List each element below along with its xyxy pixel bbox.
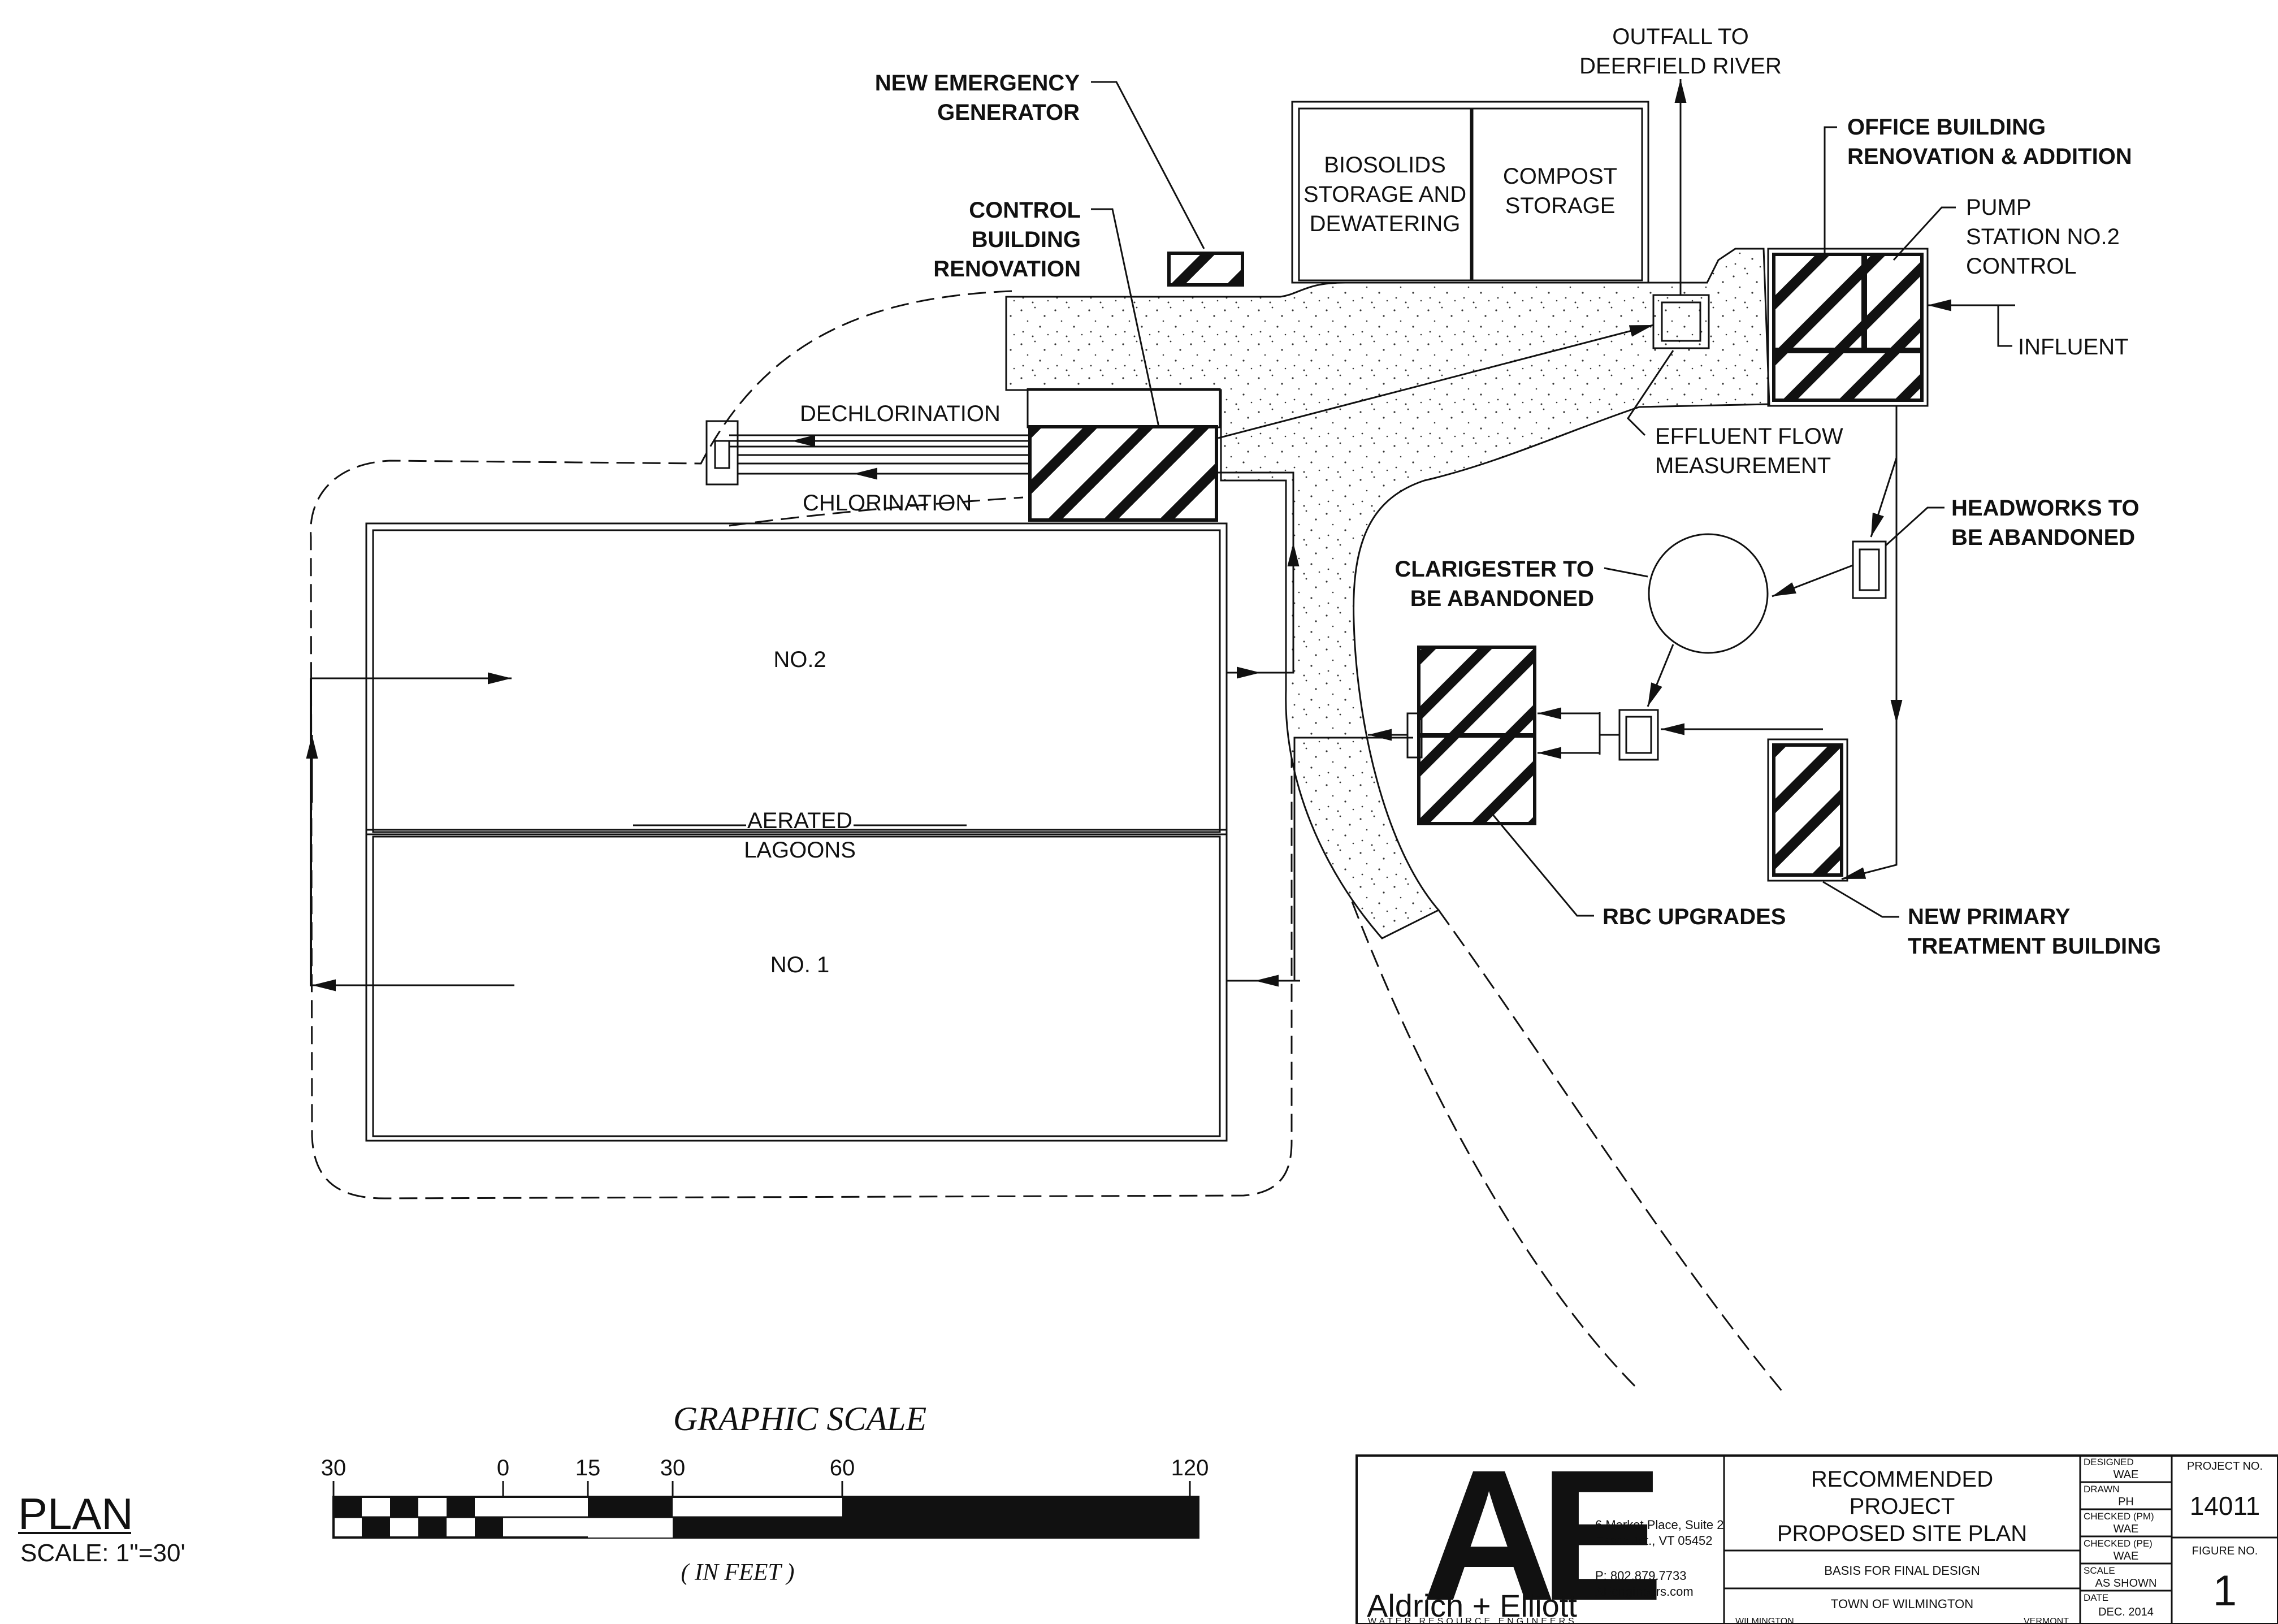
road-dashed-left — [1293, 729, 1640, 1392]
control-building-label-1: CONTROL — [969, 198, 1081, 223]
checked-pm-label: CHECKED (PM) — [2084, 1511, 2154, 1522]
drawing-title-3: PROPOSED SITE PLAN — [1777, 1521, 2027, 1546]
primary-label-1: NEW PRIMARY — [1908, 904, 2071, 929]
scale-tick-30-left: 30 — [321, 1456, 347, 1480]
biosolids-label-3: DEWATERING — [1310, 211, 1461, 236]
scale-label: SCALE — [2084, 1565, 2115, 1576]
primary-label-2: TREATMENT BUILDING — [1908, 934, 2161, 959]
office-hatch-2 — [1864, 253, 1924, 351]
rbc-unit-1 — [1417, 646, 1536, 737]
scale-tick-0: 0 — [497, 1456, 509, 1480]
rbc-label: RBC UPGRADES — [1603, 904, 1786, 929]
effluent-label-2: MEASUREMENT — [1655, 453, 1831, 478]
basis-label: BASIS FOR FINAL DESIGN — [1824, 1564, 1980, 1578]
biosolids-compost-building — [1291, 101, 1649, 284]
emergency-generator — [1167, 252, 1244, 287]
date-label: DATE — [2084, 1592, 2108, 1603]
lagoon-boundary-dashed — [310, 290, 1293, 1199]
location-right: VERMONT — [2024, 1617, 2069, 1624]
dechlorination-chamber — [705, 420, 739, 486]
lagoon-no1-label: NO. 1 — [770, 952, 829, 977]
dechlorination-label: DECHLORINATION — [800, 401, 1001, 426]
pump-station-label-1: PUMP — [1966, 195, 2032, 220]
clarigester-label-1: CLARIGESTER TO — [1394, 557, 1594, 582]
generator-label-1: NEW EMERGENCY — [875, 71, 1080, 96]
outfall-label-1: OUTFALL TO — [1612, 24, 1749, 49]
plan-scale: SCALE: 1"=30' — [20, 1539, 185, 1567]
designed-value: WAE — [2114, 1469, 2139, 1481]
clarigester — [1648, 533, 1769, 654]
firm-name: Aldrich + Elliott — [1367, 1588, 1577, 1623]
location-left: WILMINGTON — [1735, 1617, 1794, 1624]
generator-label-2: GENERATOR — [937, 100, 1080, 125]
control-building — [1028, 425, 1218, 522]
office-building — [1767, 248, 1929, 407]
aerated-label-1: AERATED — [747, 808, 852, 833]
headworks-label-2: BE ABANDONED — [1951, 525, 2135, 550]
project-no-label: PROJECT NO. — [2187, 1460, 2263, 1473]
office-hatch-1 — [1772, 253, 1865, 351]
office-label-2: RENOVATION & ADDITION — [1847, 144, 2132, 169]
scale-tick-120: 120 — [1171, 1456, 1209, 1480]
pump-station-label-2: STATION NO.2 — [1966, 224, 2120, 249]
pump-station-hatch — [1772, 350, 1924, 402]
drawing-title-2: PROJECT — [1850, 1494, 1955, 1519]
office-label-1: OFFICE BUILDING — [1847, 115, 2046, 140]
primary-treatment-building — [1767, 738, 1848, 882]
paved-area — [1005, 248, 1770, 939]
drawing-title-1: RECOMMENDED — [1811, 1467, 1993, 1492]
graphic-scale-units: ( IN FEET ) — [681, 1560, 794, 1586]
designed-label: DESIGNED — [2084, 1457, 2134, 1467]
date-value: DEC. 2014 — [2098, 1606, 2154, 1618]
owner-label: TOWN OF WILMINGTON — [1831, 1597, 1973, 1611]
influent-label: INFLUENT — [2018, 335, 2129, 360]
control-building-label-2: BUILDING — [972, 227, 1081, 252]
headworks-label-1: HEADWORKS TO — [1951, 496, 2140, 521]
checked-pe-label: CHECKED (PE) — [2084, 1538, 2153, 1549]
control-building-annex — [1027, 388, 1221, 428]
scale-value: AS SHOWN — [2095, 1577, 2157, 1590]
graphic-scale-title: GRAPHIC SCALE — [673, 1400, 926, 1437]
scale-tick-15: 15 — [575, 1456, 601, 1480]
road-dashed-right — [1437, 910, 1787, 1397]
effluent-label-1: EFFLUENT FLOW — [1655, 424, 1843, 449]
figure-no-label: FIGURE NO. — [2192, 1545, 2258, 1557]
headworks — [1852, 540, 1887, 599]
drawn-label: DRAWN — [2084, 1484, 2120, 1495]
checked-pe-value: WAE — [2114, 1550, 2139, 1562]
title-block — [1355, 1454, 2278, 1624]
logo-letters: AE — [1422, 1431, 1659, 1624]
scale-tick-60: 60 — [830, 1456, 855, 1480]
control-building-label-3: RENOVATION — [933, 257, 1081, 282]
pump-station-label-3: CONTROL — [1966, 254, 2077, 279]
firm-tagline: WATER RESOURCE ENGINEERS — [1368, 1617, 1577, 1624]
drawn-value: PH — [2118, 1496, 2134, 1508]
dechlorination-dashed-line — [729, 496, 1024, 527]
lagoon-no2-label: NO.2 — [773, 647, 826, 672]
firm-contact-1: P: 802.879.7733 — [1595, 1569, 1686, 1583]
checked-pm-value: WAE — [2114, 1523, 2139, 1535]
chlorination-label: CHLORINATION — [803, 491, 972, 516]
plan-title: PLAN — [18, 1489, 133, 1539]
scale-tick-30: 30 — [660, 1456, 686, 1480]
figure-no-value: 1 — [2213, 1567, 2237, 1615]
clarigester-label-2: BE ABANDONED — [1410, 586, 1594, 611]
firm-address-2: Essex Jct., VT 05452 — [1595, 1534, 1712, 1548]
firm-address-1: 6 Market Place, Suite 2 — [1595, 1518, 1723, 1532]
compost-label-1: COMPOST — [1503, 164, 1617, 189]
graphic-scale-bar — [332, 1496, 1199, 1539]
compost-label-2: STORAGE — [1505, 193, 1616, 218]
project-no-value: 14011 — [2190, 1491, 2260, 1521]
aerated-label-2: LAGOONS — [744, 838, 856, 863]
biosolids-label-1: BIOSOLIDS — [1324, 153, 1446, 177]
rbc-unit-2 — [1417, 734, 1536, 825]
firm-contact-2: AEengineers.com — [1595, 1584, 1694, 1599]
outfall-label-2: DEERFIELD RIVER — [1579, 54, 1782, 79]
biosolids-label-2: STORAGE AND — [1303, 182, 1466, 207]
